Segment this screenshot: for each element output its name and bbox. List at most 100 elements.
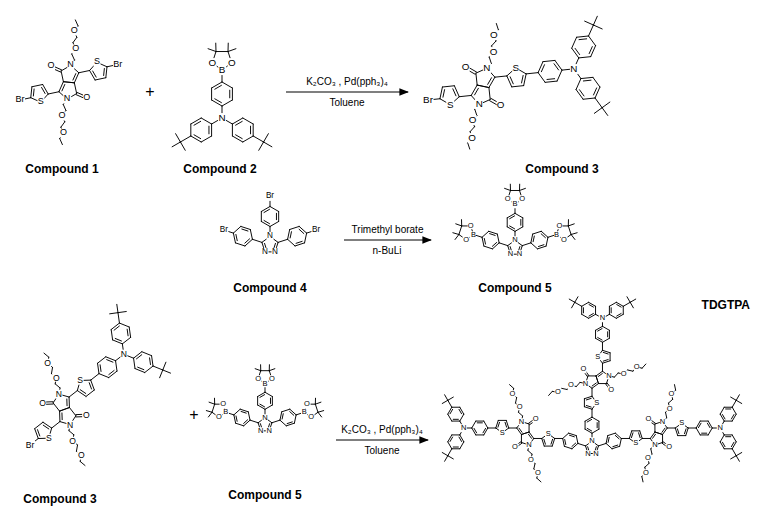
bond-line: [290, 232, 291, 238]
bond-line: [724, 434, 732, 435]
bond-line: [236, 121, 243, 125]
bond-line: [547, 78, 555, 80]
bond-line: [232, 88, 233, 100]
bond-line: [568, 226, 571, 235]
atom-label: O: [666, 405, 673, 413]
bond-line: [732, 435, 736, 442]
bond-line: [585, 429, 592, 433]
bond-line: [534, 438, 542, 439]
bond-line: [452, 448, 460, 449]
bond-line: [145, 366, 153, 372]
bond-line: [696, 428, 700, 435]
atom-label: N: [585, 450, 591, 458]
bond-line: [445, 395, 448, 401]
bond-line: [477, 85, 489, 87]
bond-line: [270, 221, 279, 226]
bond-line: [269, 365, 270, 371]
atom-label: O: [516, 403, 523, 411]
bond-line: [477, 85, 489, 87]
bond-line: [507, 213, 515, 218]
bond-line: [215, 85, 222, 89]
bond-line: [492, 242, 496, 246]
bond-line: [80, 390, 86, 394]
bond-line: [575, 302, 582, 306]
atom-label: N: [55, 390, 62, 399]
bond-line: [708, 421, 712, 428]
bond-line: [476, 434, 484, 435]
atom-label: S: [499, 429, 505, 437]
bond-line: [315, 404, 318, 412]
bond-line: [459, 226, 462, 235]
bond-line: [565, 440, 566, 445]
bond-line: [488, 428, 496, 429]
bond-line: [61, 413, 62, 420]
atom-label: O: [535, 469, 542, 477]
bond-line: [456, 224, 462, 226]
bond-line: [442, 453, 448, 456]
bond-line: [61, 122, 65, 127]
atom-label: N: [589, 437, 595, 445]
bond-line: [631, 433, 633, 438]
bond-line: [442, 400, 448, 403]
bond-line: [484, 238, 485, 244]
atom-label: S: [545, 430, 551, 438]
bond-line: [110, 313, 118, 314]
bond-line: [596, 371, 602, 376]
bond-line: [471, 85, 477, 95]
bond-line: [472, 421, 476, 428]
bond-line: [484, 428, 488, 435]
atom-label: B: [512, 201, 518, 209]
bond-line: [702, 433, 707, 434]
bond-line: [642, 364, 646, 368]
bond-line: [492, 243, 499, 249]
atom-label: N: [606, 372, 612, 380]
bond-line: [615, 435, 619, 438]
atom-label: N: [272, 248, 279, 256]
bond-line: [655, 432, 663, 434]
bond-line: [569, 299, 575, 302]
bond-line: [731, 397, 737, 400]
bond-line: [72, 54, 75, 60]
bond-line: [242, 229, 248, 231]
bond-line: [732, 442, 736, 449]
bond-line: [235, 243, 245, 246]
atom-label: Br: [312, 226, 321, 234]
bond-line: [236, 423, 244, 426]
compound-label: Compound 1: [25, 162, 98, 176]
bond-line: [272, 397, 273, 406]
bond-line: [229, 90, 230, 98]
bond-line: [678, 435, 686, 436]
bond-line: [214, 398, 215, 404]
bond-line: [232, 136, 242, 142]
bond-line: [724, 448, 732, 449]
bond-line: [73, 74, 76, 80]
bond-line: [460, 407, 464, 414]
bond-line: [90, 70, 95, 80]
bond-line: [620, 438, 622, 446]
bond-line: [153, 366, 163, 370]
atom-label: N: [63, 95, 71, 104]
bond-line: [259, 142, 264, 150]
bond-line: [593, 16, 597, 25]
bond-line: [454, 86, 459, 97]
atom-label: O: [60, 129, 68, 138]
bond-line: [89, 383, 91, 389]
bond-line: [208, 126, 209, 134]
bond-line: [32, 84, 43, 86]
bond-line: [136, 355, 141, 359]
bond-line: [489, 88, 490, 100]
bond-line: [519, 428, 522, 432]
bond-line: [66, 399, 67, 406]
bond-line: [606, 436, 608, 444]
bond-line: [546, 237, 548, 246]
bond-line: [194, 135, 201, 139]
atom-label: O: [268, 375, 275, 383]
bond-line: [299, 229, 304, 233]
bond-line: [69, 391, 77, 397]
bond-line: [111, 330, 112, 340]
atom-label: O: [580, 366, 587, 374]
bond-line: [662, 428, 665, 432]
bond-line: [583, 308, 584, 313]
bond-line: [63, 104, 66, 110]
bond-line: [280, 420, 286, 426]
